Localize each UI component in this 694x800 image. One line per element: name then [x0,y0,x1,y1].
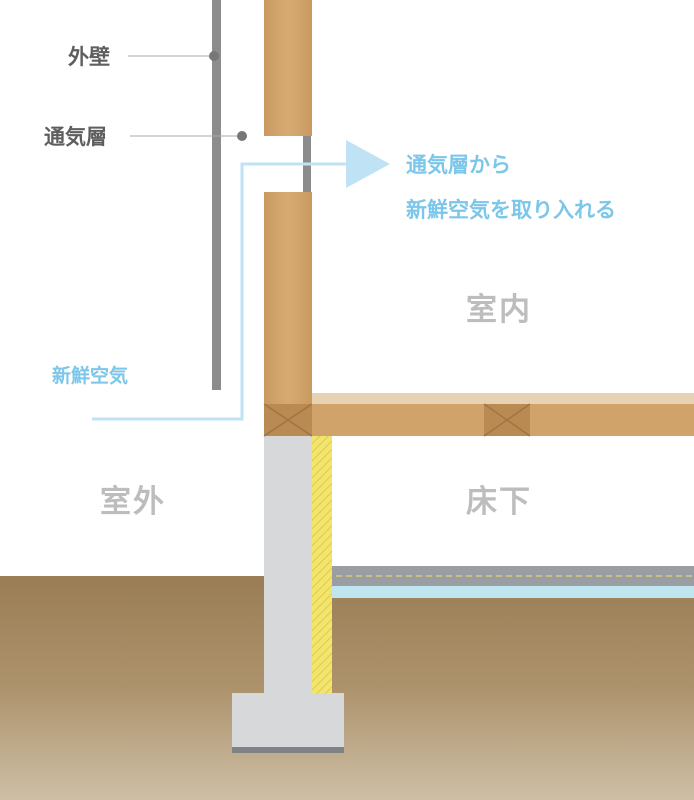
floor-beam-cross [483,403,531,437]
outer-wall-label: 外壁 [68,45,110,69]
floor-joist [264,404,694,436]
vapor-barrier-layer [332,566,694,586]
footing-base [232,747,344,753]
sill-plate-cross [263,403,313,437]
callout-line1: 通気層から [406,153,511,177]
wall-column-lower [264,192,312,404]
moisture-layer [332,586,694,598]
foundation-insulation [312,436,332,694]
outer-wall-marker [209,51,219,61]
indoor-label: 室内 [466,292,532,328]
wall-column-upper [264,0,312,136]
fresh-air-label: 新鮮空気 [52,364,128,387]
outdoor-label: 室外 [100,484,166,520]
fresh-air-path [92,162,346,421]
callout-line2: 新鮮空気を取り入れる [406,198,616,222]
foundation-footing [232,693,344,749]
ventilation-layer-label: 通気層 [44,125,107,149]
ventilation-layer-marker [237,131,247,141]
ground-soil [0,576,694,800]
air-flow-arrow [346,140,390,188]
underfloor-label: 床下 [466,484,532,520]
outer-wall-line [212,0,221,390]
floor-surface [312,393,694,404]
foundation-wall [264,436,312,694]
